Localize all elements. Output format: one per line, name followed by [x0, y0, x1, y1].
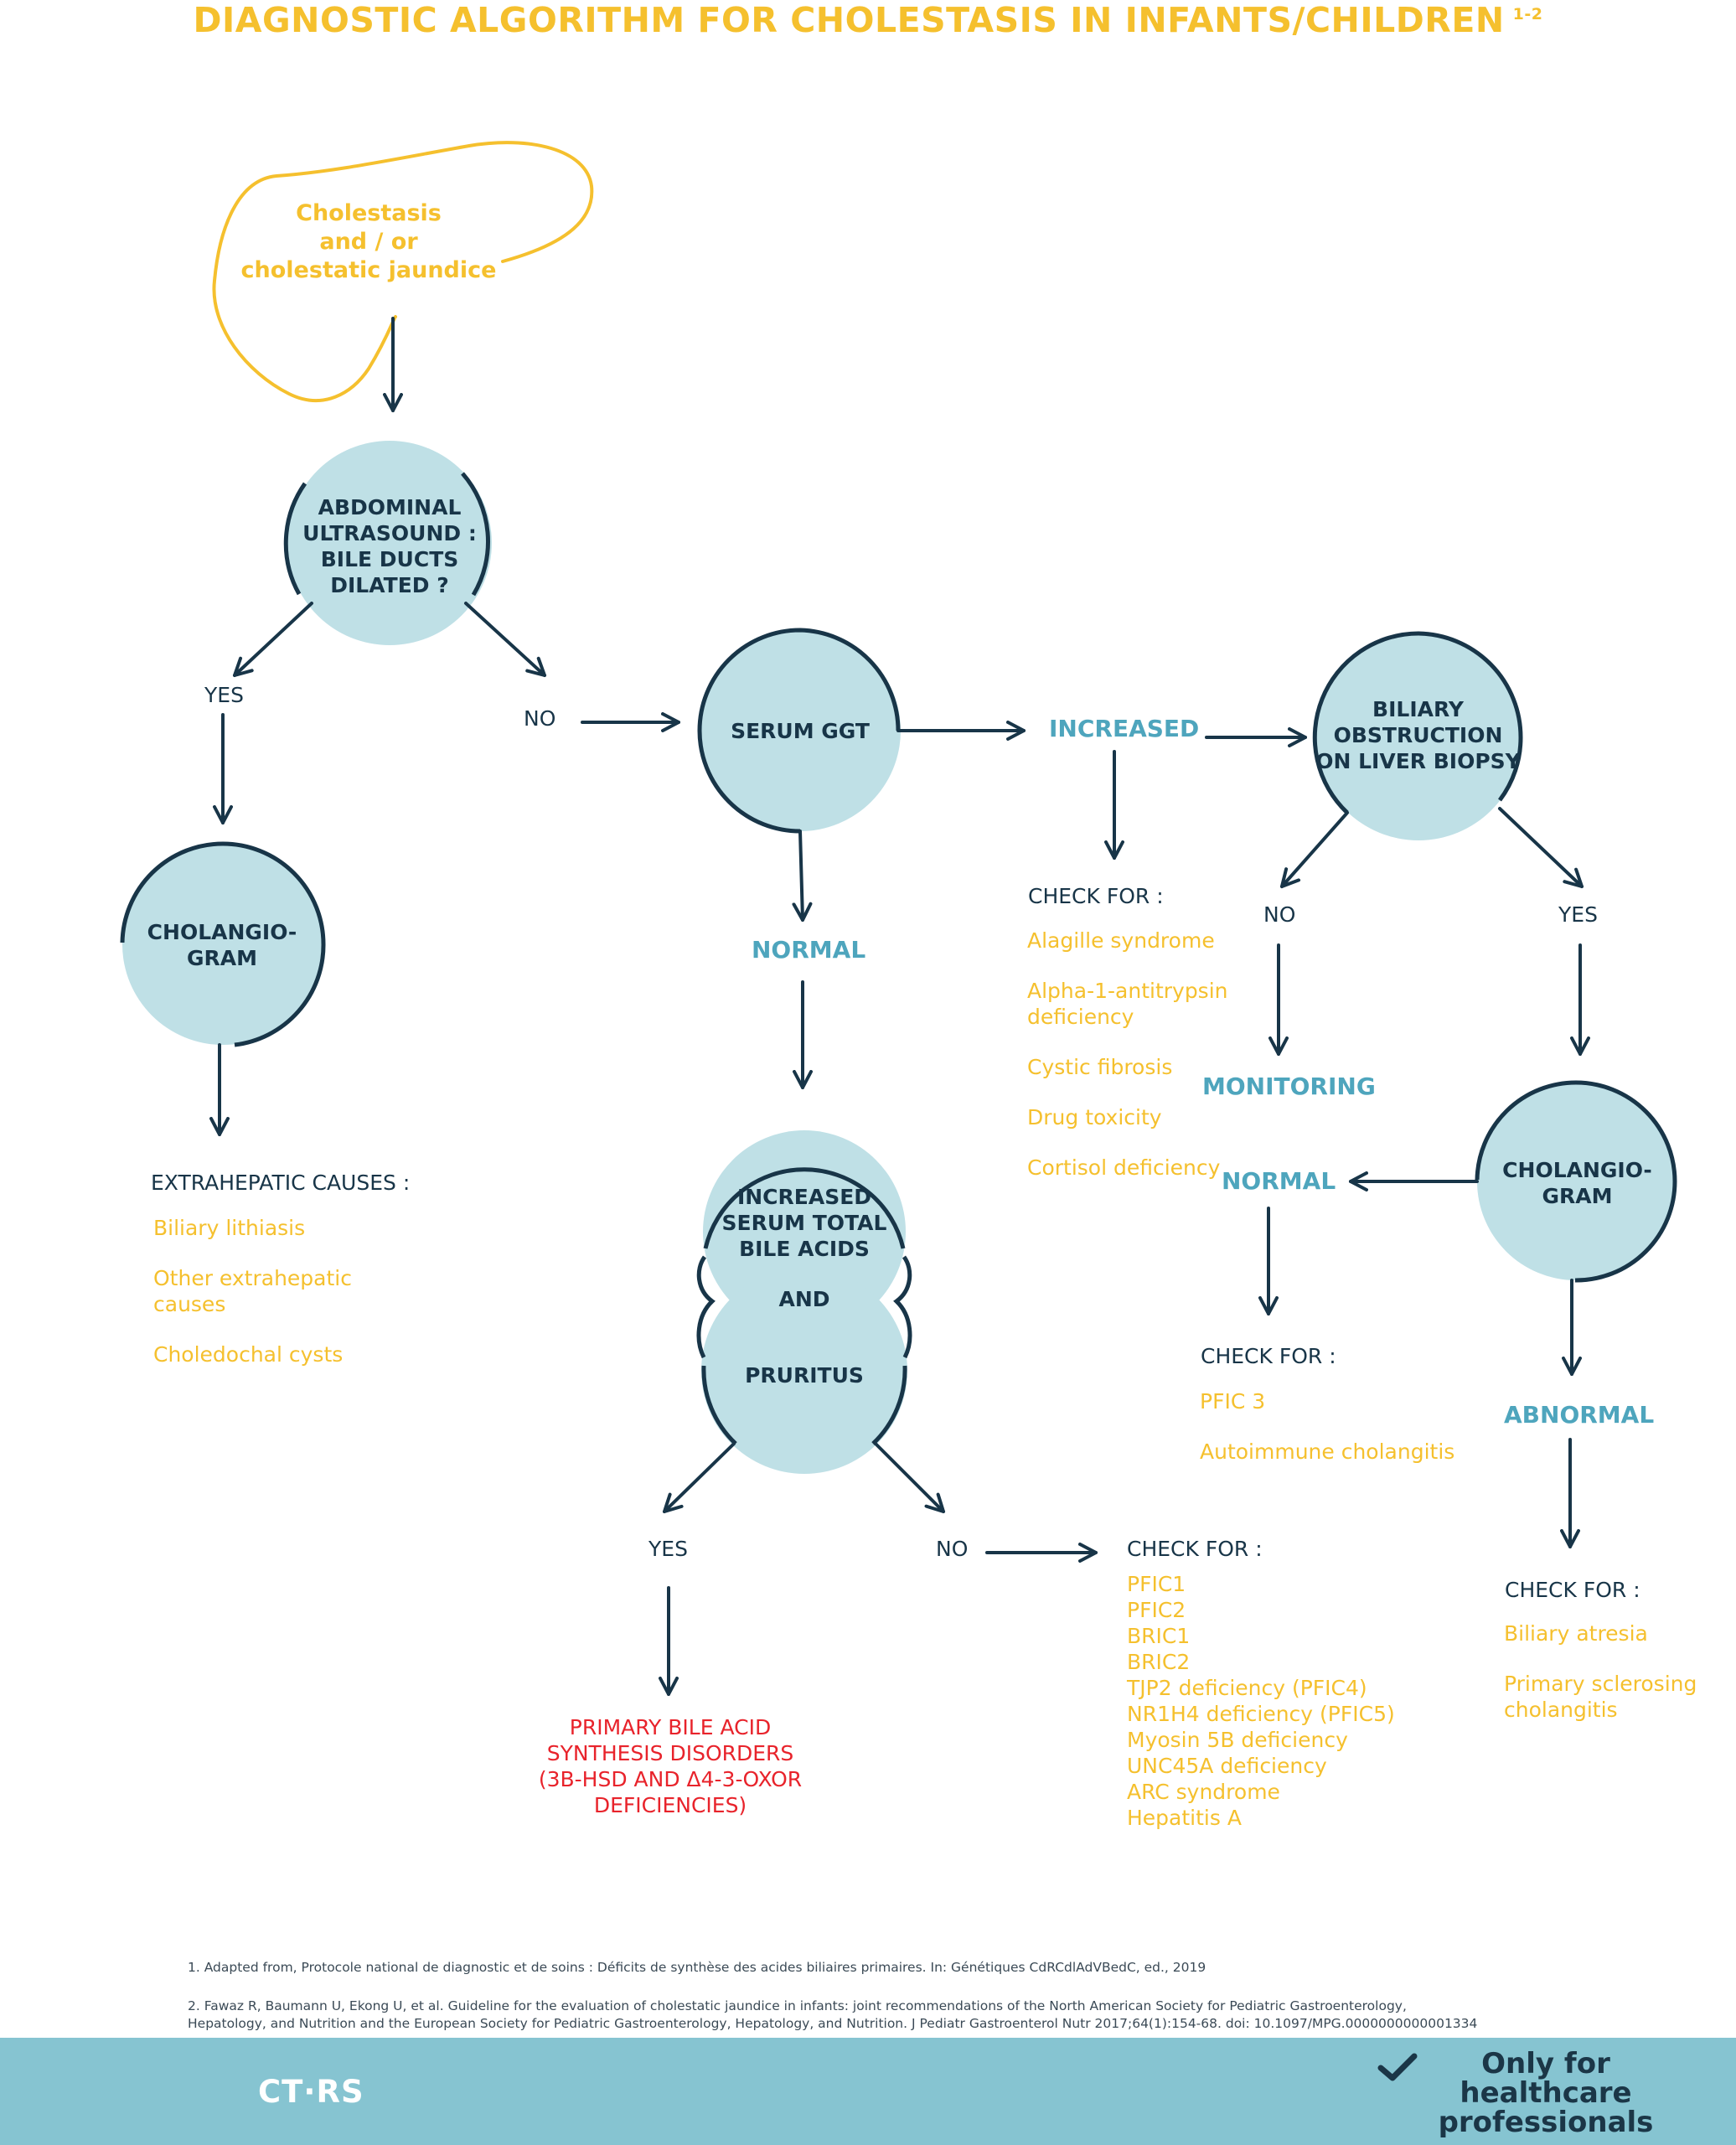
reference-1: 1. Adapted from, Protocole national de d… [188, 1960, 1206, 1975]
bile-acids-circle [696, 1130, 912, 1474]
label-yes-pruritus: YES [648, 1537, 688, 1561]
label-yes-ultrasound: YES [204, 683, 244, 707]
arrow-ggt-to-normal [792, 830, 813, 922]
arrow-ultrasound-no [464, 602, 546, 677]
serum-ggt-circle [697, 628, 901, 834]
check-normal-list: PFIC 3 Autoimmune cholangitis [1200, 1389, 1455, 1464]
arrow-pruritus-no [874, 1442, 945, 1513]
cholangiogram-left-circle [120, 841, 326, 1047]
outcome-monitoring: MONITORING [1202, 1072, 1376, 1100]
label-no-ultrasound: NO [524, 706, 556, 731]
check-normal-heading: CHECK FOR : [1201, 1344, 1336, 1368]
check-abnormal-list: Biliary atresia Primary sclerosing chola… [1504, 1621, 1697, 1722]
arrow-biopsy-no [1280, 811, 1349, 888]
start-blob-outline [212, 141, 594, 402]
label-no-biopsy: NO [1263, 902, 1296, 927]
reference-2: 2. Fawaz R, Baumann U, Ekong U, et al. G… [188, 1998, 1478, 2031]
check-increased-list: Alagille syndrome Alpha-1-antitrypsin de… [1027, 928, 1228, 1180]
arrow-pruritus-yes [663, 1442, 736, 1513]
check-increased-heading: CHECK FOR : [1028, 884, 1164, 908]
cholangiogram-right-node-text: CHOLANGIO-GRAM [1502, 1158, 1652, 1208]
extrahepatic-list: Biliary lithiasis Other extrahepatic cau… [153, 1216, 352, 1367]
page-title: DIAGNOSTIC ALGORITHM FOR CHOLESTASIS IN … [193, 0, 1543, 40]
outcome-normal-ggt: NORMAL [752, 936, 866, 964]
cholangiogram-left-node-text: CHOLANGIO-GRAM [147, 920, 297, 970]
pruritus-node-text: PRURITUS [745, 1363, 864, 1388]
outcome-abnormal: ABNORMAL [1504, 1401, 1655, 1429]
extrahepatic-heading: EXTRAHEPATIC CAUSES : [151, 1171, 411, 1195]
checkmark-icon [1377, 2053, 1418, 2081]
arrow-biopsy-yes [1498, 807, 1584, 888]
footer-bar [0, 2038, 1736, 2145]
check-abnormal-heading: CHECK FOR : [1505, 1578, 1640, 1602]
ultrasound-circle [283, 441, 492, 645]
cholangiogram-right-circle [1475, 1080, 1677, 1283]
brand-logo: CT·RS [258, 2074, 364, 2110]
check-no-pruritus-list: PFIC1 PFIC2 BRIC1 BRIC2 TJP2 deficiency … [1127, 1572, 1395, 1830]
biopsy-circle [1312, 631, 1523, 840]
label-yes-biopsy: YES [1558, 902, 1598, 927]
outcome-increased: INCREASED [1049, 715, 1200, 742]
arrow-ultrasound-yes [233, 602, 313, 677]
outcome-normal-cholangiogram: NORMAL [1222, 1167, 1336, 1195]
label-no-pruritus: NO [936, 1537, 969, 1561]
serum-ggt-node-text: SERUM GGT [731, 719, 870, 743]
and-label: AND [778, 1287, 830, 1311]
check-no-pruritus-heading: CHECK FOR : [1127, 1537, 1263, 1561]
